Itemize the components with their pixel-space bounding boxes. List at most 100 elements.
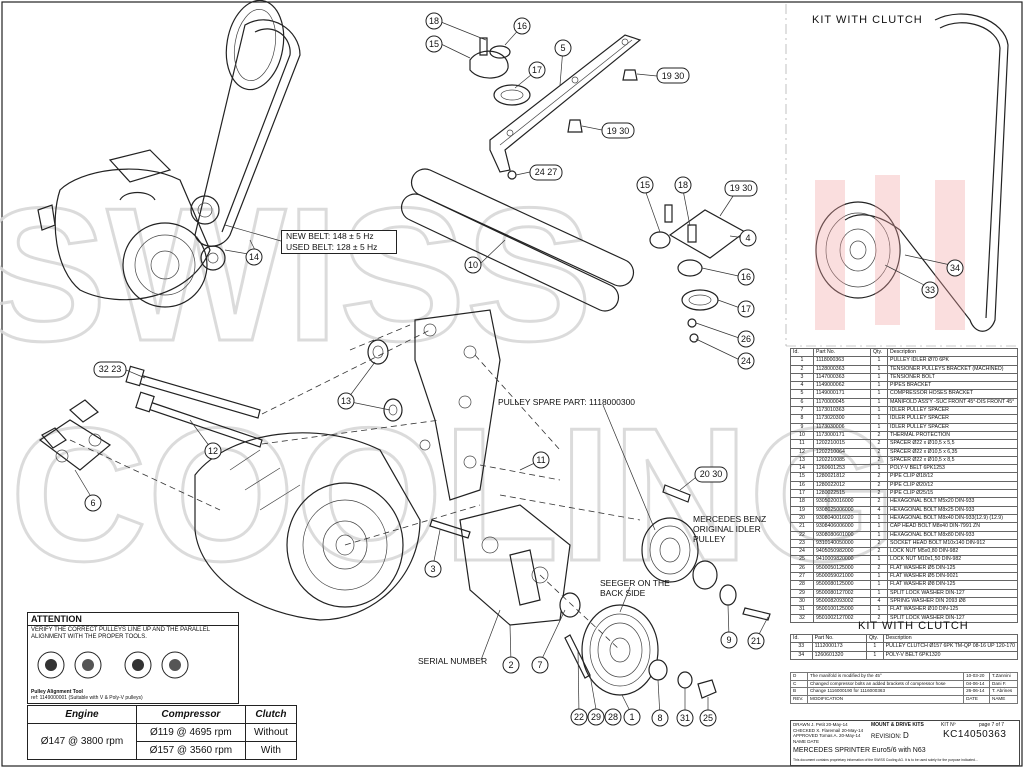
belt-frequency-box: NEW BELT: 148 ± 5 Hz USED BELT: 128 ± 5 …	[281, 230, 397, 254]
clutch-kit-belt	[815, 13, 1009, 332]
tensioner-bolt	[429, 519, 471, 539]
svg-text:14: 14	[249, 252, 259, 262]
spec-engine: Ø147 @ 3800 rpm	[27, 723, 137, 760]
svg-text:16: 16	[517, 21, 527, 31]
bom-row-cell: 9500080127002	[813, 588, 871, 598]
svg-text:20 30: 20 30	[700, 469, 723, 479]
revision-row-cell: REV.	[790, 695, 808, 704]
bom-row-cell: 18	[790, 497, 814, 507]
revision-row-cell: C	[790, 679, 808, 689]
callout-16: 16	[513, 17, 531, 35]
bom-row-cell: 1	[870, 364, 888, 374]
bom-row-cell: 1202210064	[813, 447, 871, 457]
bom-row-cell: 1280022515	[813, 489, 871, 499]
svg-text:16: 16	[741, 272, 751, 282]
clutch-row-cell: PULLEY CLUTCH Ø157 6PK TM-QP 08-16 UP 12…	[882, 642, 1019, 652]
callout-15: 15	[425, 35, 443, 53]
bom-row-cell: TENSIONER PULLEYS BRACKET (MACHINED)	[887, 364, 1018, 374]
bom-row-cell: THERMAL PROTECTION	[887, 430, 1018, 441]
bom-row-cell: PULLEY IDLER Ø70 6PK	[887, 356, 1018, 366]
svg-text:33: 33	[925, 285, 935, 295]
bom-header-row: Id. Part No. Qty. Description	[790, 347, 1018, 358]
bom-row-cell: 9308040016020	[813, 513, 871, 524]
bom-row-cell: 22	[790, 530, 814, 540]
svg-text:11: 11	[536, 455, 545, 465]
checked-label: CHECKED	[793, 727, 816, 733]
revision-row-cell: 04-06-14	[963, 679, 991, 689]
bom-row-cell: PIPE CLIP Ø20/12	[887, 480, 1018, 491]
approved-date: 20-May-14	[838, 733, 861, 738]
approved-label: APPROVED	[793, 733, 819, 738]
bom-row-cell: 16	[790, 480, 814, 491]
bom-row-cell: 1173000171	[813, 430, 871, 441]
callout-20-30: 20 30	[694, 466, 728, 483]
callout-8: 8	[651, 709, 669, 727]
bom-row-cell: 9500100125000	[813, 605, 871, 615]
approval-block: DRAWN J. Petit 20-May-14 CHECKED X. Flar…	[793, 722, 863, 744]
revision-row-cell: 10-03-20	[963, 672, 991, 681]
vehicle-name: MERCEDES SPRINTER Euro5/6 with N63	[793, 747, 926, 754]
bom-row-cell: 1149000062	[813, 381, 871, 391]
svg-text:8: 8	[657, 713, 662, 723]
bom-row-cell: 2	[870, 480, 888, 491]
svg-text:18: 18	[678, 180, 688, 190]
tool-name: Pulley Alignment Tool	[31, 689, 83, 695]
callout-21: 21	[747, 632, 765, 650]
bom-row-cell: 1280022012	[813, 480, 871, 491]
svg-text:34: 34	[950, 263, 960, 273]
bom-row-cell: 11	[790, 439, 814, 449]
pulley-spec-table: Engine Compressor Clutch Ø147 @ 3800 rpm…	[27, 705, 298, 760]
svg-text:6: 6	[90, 498, 95, 508]
bom-row-cell: 2	[790, 364, 814, 374]
svg-text:19 30: 19 30	[730, 183, 753, 193]
name-column: NAME	[793, 738, 807, 744]
svg-text:24: 24	[741, 356, 751, 366]
callout-18: 18	[674, 176, 692, 194]
idler-pulley	[559, 592, 717, 699]
clutch-row-cell: 1	[865, 650, 884, 660]
clutch-row-cell: POLY-V BELT 6PK1320	[882, 650, 1019, 660]
attention-body: VERIFY THE CORRECT PULLEYS LINE UP AND T…	[31, 627, 210, 640]
callout-11: 11	[532, 451, 550, 469]
bom-row-cell: 1	[870, 588, 888, 598]
drawn-date: 20-May-14	[826, 722, 848, 727]
svg-text:9: 9	[726, 635, 731, 645]
bom-row-cell: HEXAGONAL BOLT M8x40 DIN-933(12.9) (12.9…	[887, 513, 1018, 524]
spec-header-clutch: Clutch	[244, 705, 298, 724]
bom-header-id: Id.	[790, 347, 814, 358]
callout-19-30: 19 30	[724, 180, 758, 197]
bom-row-cell: 10	[790, 430, 814, 441]
bom-row-cell: 3	[790, 372, 814, 383]
bom-row-cell: 1118000363	[813, 356, 871, 366]
bom-row-cell: 4	[790, 381, 814, 391]
bom-row-cell: SPACER Ø22 x Ø10,5 x 8,5	[887, 455, 1018, 466]
bom-row-cell: 2	[870, 472, 888, 482]
callout-2: 2	[502, 656, 520, 674]
callout-24-27: 24 27	[529, 164, 563, 181]
svg-text:17: 17	[532, 65, 542, 75]
bom-row-cell: 2	[870, 455, 888, 466]
svg-text:4: 4	[745, 233, 750, 243]
bom-row-cell: 1	[870, 513, 888, 524]
bom-row-cell: 1	[870, 406, 888, 416]
revision-row-cell: The manifold is modified by the 45°	[806, 672, 965, 681]
bom-row-cell: 29	[790, 588, 814, 598]
bom-row-cell: 15	[790, 472, 814, 482]
